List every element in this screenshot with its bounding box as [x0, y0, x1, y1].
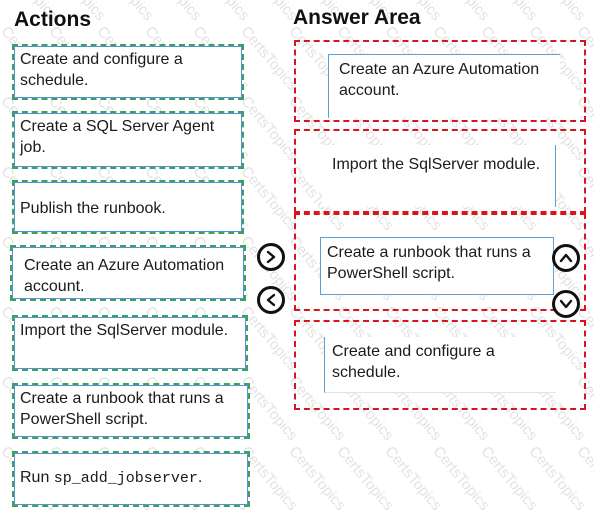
watermark-text: CertsTopics	[237, 23, 301, 94]
answer-item-label: Create a runbook that runs a PowerShell …	[327, 244, 531, 282]
watermark-text: CertsTopics	[477, 443, 541, 514]
action-item-label: Create and configure a schedule.	[20, 51, 183, 89]
actions-heading: Actions	[14, 8, 92, 31]
action-item-label: Create a runbook that runs a PowerShell …	[20, 390, 224, 428]
watermark-text: CertsTopics	[429, 443, 493, 514]
watermark-text: CertsTopics	[189, 0, 252, 24]
watermark-text: CertsTopics	[333, 443, 397, 514]
action-item-create-automation-account[interactable]: Create an Azure Automation account.	[10, 245, 246, 301]
answer-item-create-runbook[interactable]: Create a runbook that runs a PowerShell …	[320, 237, 554, 295]
chevron-left-icon	[266, 293, 276, 307]
watermark-text: CertsTopics	[285, 443, 349, 514]
answer-slot-1[interactable]	[294, 40, 586, 122]
answer-area-heading: Answer Area	[293, 6, 421, 29]
watermark-text: CertsTopics	[381, 443, 445, 514]
answer-item-create-schedule[interactable]: Create and configure a schedule.	[324, 337, 556, 393]
watermark-text: CertsTopics	[93, 0, 156, 24]
watermark-text: CertsTopics	[477, 0, 540, 24]
answer-item-create-automation-account[interactable]: Create an Azure Automation account.	[328, 54, 560, 118]
action-item-label-prefix: Run	[20, 469, 54, 486]
action-item-label: Publish the runbook.	[20, 200, 166, 217]
action-item-label: Import the SqlServer module.	[20, 322, 229, 339]
action-item-run-sp-add-jobserver[interactable]: Run sp_add_jobserver.	[12, 451, 250, 507]
chevron-right-icon	[266, 250, 276, 264]
answer-slot-4[interactable]	[294, 320, 586, 410]
watermark-text: CertsTopics	[237, 93, 301, 164]
answer-item-label: Create and configure a schedule.	[332, 343, 495, 381]
answer-slot-2[interactable]	[294, 129, 586, 213]
action-item-create-agent-job[interactable]: Create a SQL Server Agent job.	[12, 111, 244, 169]
watermark-text: CertsTopics	[525, 443, 589, 514]
action-item-label-suffix: .	[197, 469, 203, 486]
move-left-button[interactable]	[257, 286, 285, 314]
move-right-button[interactable]	[257, 243, 285, 271]
action-item-create-schedule[interactable]: Create and configure a schedule.	[12, 44, 244, 100]
action-item-import-sqlserver-module[interactable]: Import the SqlServer module.	[12, 315, 248, 371]
answer-item-import-sqlserver-module[interactable]: Import the SqlServer module.	[322, 145, 556, 207]
action-item-label: Create a SQL Server Agent job.	[20, 118, 215, 156]
move-down-button[interactable]	[552, 290, 580, 318]
watermark-text: CertsTopics	[429, 0, 492, 24]
action-item-code: sp_add_jobserver	[53, 470, 198, 487]
action-item-label: Create an Azure Automation account.	[24, 257, 225, 295]
action-item-publish-runbook[interactable]: Publish the runbook.	[12, 180, 244, 234]
answer-slot-3[interactable]	[294, 213, 586, 311]
answer-item-label: Import the SqlServer module.	[332, 156, 541, 173]
watermark-text: CertsTopics	[573, 443, 594, 514]
action-item-create-runbook[interactable]: Create a runbook that runs a PowerShell …	[12, 383, 250, 439]
watermark-text: CertsTopics	[141, 0, 204, 24]
watermark-text: CertsTopics	[525, 0, 588, 24]
move-up-button[interactable]	[552, 244, 580, 272]
answer-item-label: Create an Azure Automation account.	[339, 61, 540, 99]
watermark-text: CertsTopics	[237, 0, 300, 24]
chevron-up-icon	[559, 253, 573, 263]
chevron-down-icon	[559, 299, 573, 309]
watermark-text: CertsTopics	[573, 0, 594, 24]
watermark-text: CertsTopics	[237, 163, 301, 234]
